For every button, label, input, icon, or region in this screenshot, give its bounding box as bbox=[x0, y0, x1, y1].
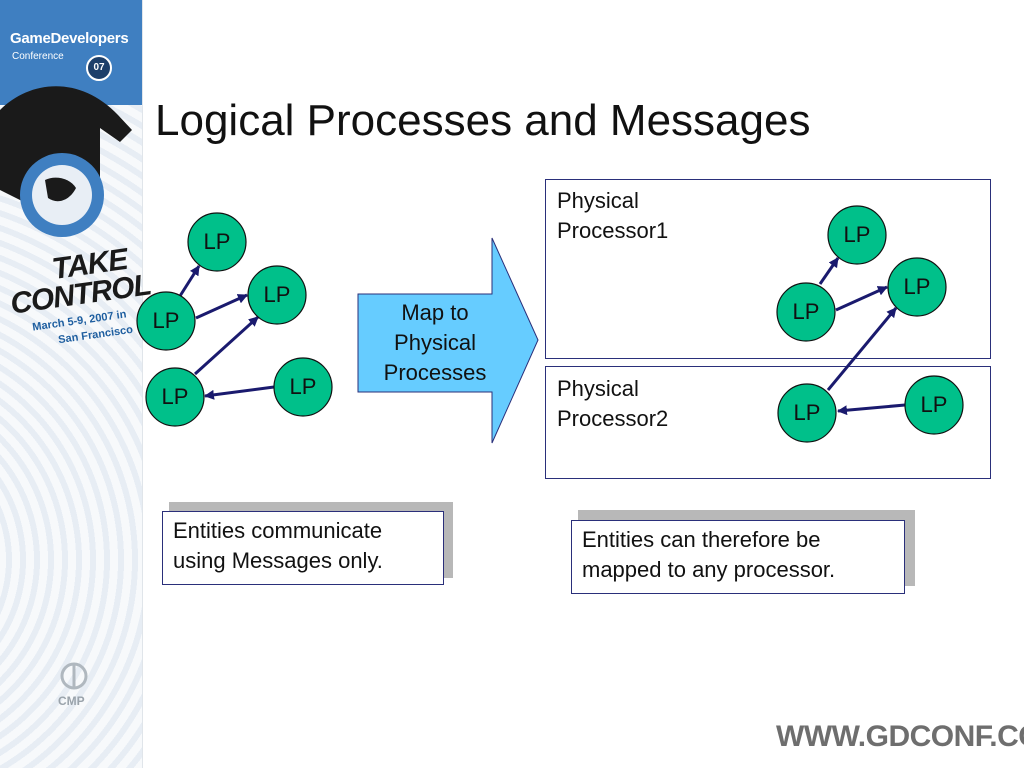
message-arrow bbox=[193, 315, 260, 376]
lp-node-label: LP bbox=[903, 274, 931, 299]
message-arrow bbox=[178, 265, 201, 297]
lp-node-label: LP bbox=[161, 384, 189, 409]
message-arrow bbox=[835, 285, 888, 312]
hand-globe-illustration bbox=[0, 86, 132, 237]
lp-node bbox=[776, 282, 836, 342]
map-arrow-shape bbox=[357, 237, 539, 444]
lp-node bbox=[136, 291, 196, 351]
lp-node bbox=[273, 357, 333, 417]
message-arrow bbox=[818, 257, 840, 285]
footer-url: WWW.GDCONF.COM bbox=[776, 720, 1024, 753]
lp-node-label: LP bbox=[263, 282, 291, 307]
conference-sidebar: GameDevelopers Conference 07 TAKE CONTRO… bbox=[0, 0, 153, 768]
lp-node bbox=[145, 367, 205, 427]
slide-title: Logical Processes and Messages bbox=[155, 96, 811, 145]
lp-node bbox=[887, 257, 947, 317]
lp-node-label: LP bbox=[793, 400, 821, 425]
lp-node-label: LP bbox=[152, 308, 180, 333]
sponsor-label: CMP bbox=[58, 694, 85, 708]
brand-year-badge: 07 bbox=[86, 55, 112, 81]
message-arrow bbox=[204, 385, 275, 400]
physical-processor-1-label: Physical Processor1 bbox=[557, 188, 669, 243]
lp-node bbox=[187, 212, 247, 272]
lp-node-label: LP bbox=[203, 229, 231, 254]
physical-processor-2-label: Physical Processor2 bbox=[557, 376, 669, 431]
map-arrow-label: Map to Physical Processes bbox=[383, 300, 487, 385]
lp-node bbox=[247, 265, 307, 325]
lp-node-label: LP bbox=[289, 374, 317, 399]
note-left: Entities communicate using Messages only… bbox=[162, 511, 444, 585]
message-arrow bbox=[826, 307, 898, 391]
lp-node bbox=[777, 383, 837, 443]
brand-logo-title: GameDevelopers bbox=[10, 30, 129, 47]
cmp-logo-icon bbox=[60, 662, 88, 690]
note-right: Entities can therefore be mapped to any … bbox=[571, 520, 905, 594]
lp-node-label: LP bbox=[792, 299, 820, 324]
brand-logo-subtitle: Conference bbox=[12, 51, 64, 62]
lp-node-label: LP bbox=[843, 222, 871, 247]
message-arrow bbox=[195, 293, 248, 320]
lp-node bbox=[904, 375, 964, 435]
message-arrow bbox=[837, 403, 906, 416]
brand-band bbox=[0, 0, 142, 105]
lp-node bbox=[827, 205, 887, 265]
lp-node-label: LP bbox=[920, 392, 948, 417]
